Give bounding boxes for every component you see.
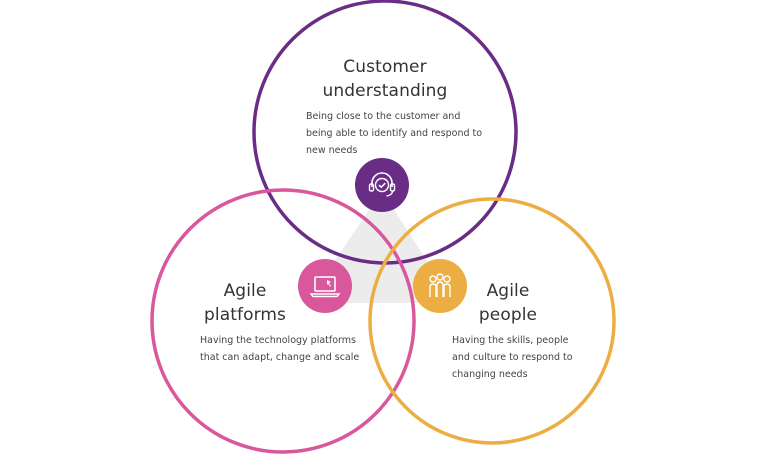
people-title: Agile people: [468, 279, 548, 327]
people-title-line-1: Agile: [486, 281, 530, 301]
customer-title-line-2: understanding: [322, 81, 448, 101]
platforms-title-line-2: platforms: [204, 305, 286, 325]
customer-title-line-1: Customer: [343, 57, 427, 77]
platforms-title-line-1: Agile: [223, 281, 267, 301]
customer-desc-line-3: new needs: [306, 145, 358, 156]
platforms-desc-line-1: Having the technology platforms: [200, 335, 356, 346]
headset-check-icon: [355, 158, 409, 212]
customer-description: Being close to the customer and being ab…: [306, 108, 482, 159]
customer-desc-line-1: Being close to the customer and: [306, 111, 461, 122]
laptop-icon: [298, 259, 352, 313]
people-desc-line-3: changing needs: [452, 369, 528, 380]
people-title-line-2: people: [478, 305, 538, 325]
people-group-icon: [413, 259, 467, 313]
platforms-description: Having the technology platforms that can…: [200, 332, 359, 366]
people-desc-line-2: and culture to respond to: [452, 352, 573, 363]
platforms-ring: [150, 188, 416, 454]
people-ring: [368, 197, 616, 445]
people-desc-line-1: Having the skills, people: [452, 335, 569, 346]
people-description: Having the skills, people and culture to…: [452, 332, 573, 383]
customer-desc-line-2: being able to identify and respond to: [306, 128, 483, 139]
platforms-title: Agile platforms: [190, 279, 300, 327]
customer-title: Customer understanding: [305, 55, 465, 103]
platforms-desc-line-2: that can adapt, change and scale: [200, 352, 360, 363]
